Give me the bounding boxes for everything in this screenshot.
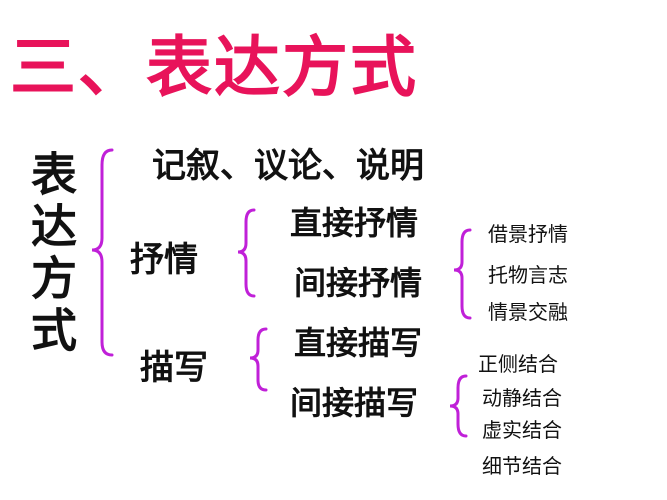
root-node-label: 表达方式 bbox=[24, 150, 78, 358]
method-item: 正侧结合 bbox=[478, 352, 558, 376]
node-lyric: 抒情 bbox=[130, 240, 198, 280]
node-indirect-lyric: 间接抒情 bbox=[294, 264, 423, 302]
node-description: 描写 bbox=[140, 348, 208, 388]
description-brace-icon bbox=[249, 327, 268, 392]
page-title: 三、表达方式 bbox=[10, 29, 418, 106]
indirect-lyric-brace-icon bbox=[453, 228, 472, 320]
method-item: 动静结合 bbox=[482, 386, 562, 410]
node-direct-lyric: 直接抒情 bbox=[290, 204, 419, 242]
node-direct-description: 直接描写 bbox=[294, 324, 423, 362]
method-item: 细节结合 bbox=[482, 454, 562, 478]
method-item: 借景抒情 bbox=[488, 222, 568, 246]
indirect-description-brace-icon bbox=[449, 374, 468, 438]
node-narration: 记叙、议论、说明 bbox=[152, 146, 424, 186]
method-item: 托物言志 bbox=[488, 263, 568, 287]
lyric-brace-icon bbox=[237, 208, 256, 298]
method-item: 情景交融 bbox=[488, 300, 568, 324]
method-item: 虚实结合 bbox=[482, 418, 562, 442]
node-indirect-description: 间接描写 bbox=[290, 384, 419, 422]
main-brace-icon bbox=[91, 148, 114, 357]
